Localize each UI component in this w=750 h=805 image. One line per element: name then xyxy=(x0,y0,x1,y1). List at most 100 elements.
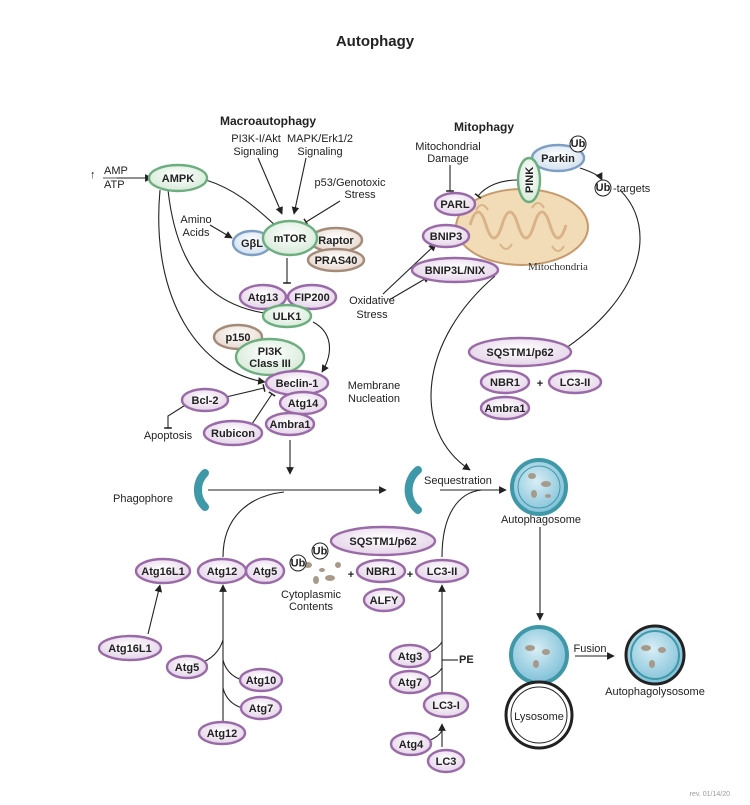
cytoplasmic-contents-label-2: Contents xyxy=(289,601,334,613)
node-label-nbr1-mid: NBR1 xyxy=(366,566,396,578)
node-label-pras40: PRAS40 xyxy=(315,255,358,267)
cytoplasmic-contents-label-1: Cytoplasmic xyxy=(281,589,341,601)
mito-damage-label-2: Damage xyxy=(427,153,469,165)
lysosome-label: Lysosome xyxy=(514,711,564,723)
node-label-bcl2: Bcl-2 xyxy=(192,395,219,407)
ub-tag-icon-right: Ub xyxy=(311,542,329,560)
node-label-lc3ii-top: LC3-II xyxy=(560,377,591,389)
autophagolysosome-icon xyxy=(624,624,686,686)
sequestration-membrane-icon xyxy=(404,466,422,514)
autophagosome-icon xyxy=(510,458,568,516)
pi3k-signaling-label-2: Signaling xyxy=(233,146,278,158)
atp-label: ATP xyxy=(104,179,125,191)
node-label-atg13: Atg13 xyxy=(248,292,279,304)
mitochondria-label: Mitochondria xyxy=(528,261,588,273)
node-pink: PINK xyxy=(516,156,542,204)
amino-acids-label-2: Acids xyxy=(183,227,210,239)
node-label-atg7-b: Atg7 xyxy=(249,703,273,715)
mapk-signaling-label-1: MAPK/Erk1/2 xyxy=(287,133,353,145)
oxidative-stress-label-1: Oxidative xyxy=(349,295,395,307)
node-atg12-b: Atg12 xyxy=(197,720,247,746)
node-label-ambra1: Ambra1 xyxy=(270,419,311,431)
amp-arrow-icon: ↑ xyxy=(90,169,96,181)
node-label-atg5: Atg5 xyxy=(253,566,277,578)
revision-label: rev. 01/14/20 xyxy=(690,791,730,798)
node-label-ulk1: ULK1 xyxy=(273,311,302,323)
node-ambra1-right: Ambra1 xyxy=(479,395,531,421)
node-atg13: Atg13 xyxy=(238,283,288,311)
lysosome-icon xyxy=(504,680,574,750)
phagophore-icon xyxy=(193,469,209,511)
node-bcl2: Bcl-2 xyxy=(180,387,230,413)
node-label-atg12: Atg12 xyxy=(207,566,238,578)
apoptosis-label: Apoptosis xyxy=(144,430,193,442)
pe-label: PE xyxy=(459,654,474,666)
node-label-sqstm1-mid: SQSTM1/p62 xyxy=(349,536,416,548)
node-atg5: Atg5 xyxy=(244,557,286,585)
node-label-fip200: FIP200 xyxy=(294,292,329,304)
ub-on-parkin-icon: Ub xyxy=(569,135,587,153)
node-label-atg3: Atg3 xyxy=(398,651,422,663)
node-label-parl: PARL xyxy=(440,199,469,211)
node-label-atg10: Atg10 xyxy=(246,675,277,687)
membrane-nucleation-label-1: Membrane xyxy=(348,380,401,392)
node-ambra1: Ambra1 xyxy=(264,411,316,437)
autophagolysosome-label: Autophagolysosome xyxy=(605,686,705,698)
node-atg10: Atg10 xyxy=(238,667,284,693)
node-label-sqstm1-top: SQSTM1/p62 xyxy=(486,347,553,359)
node-atg12: Atg12 xyxy=(196,557,248,585)
macroautophagy-heading: Macroautophagy xyxy=(220,114,316,128)
autophagosome-fusing-icon xyxy=(509,625,569,685)
ub-targets-label: -targets xyxy=(613,183,651,195)
node-atg3: Atg3 xyxy=(388,643,432,669)
node-label-pi3k-1: PI3K xyxy=(258,346,283,358)
node-nbr1-top: NBR1 xyxy=(479,369,531,395)
node-label-lc3: LC3 xyxy=(436,756,457,768)
autophagosome-label: Autophagosome xyxy=(501,514,581,526)
node-lc3: LC3 xyxy=(426,748,466,774)
node-label-gbl: GβL xyxy=(241,238,263,250)
p53-stress-label-1: p53/Genotoxic xyxy=(315,177,386,189)
node-label-p150: p150 xyxy=(225,332,250,344)
node-label-nbr1-top: NBR1 xyxy=(490,377,520,389)
node-label-atg14: Atg14 xyxy=(288,398,319,410)
node-label-atg5-b: Atg5 xyxy=(175,662,199,674)
node-pras40: PRAS40 xyxy=(306,247,366,273)
mitophagy-heading: Mitophagy xyxy=(454,120,514,134)
node-atg7-r: Atg7 xyxy=(388,669,432,695)
node-atg4: Atg4 xyxy=(389,731,433,757)
node-bnip3l: BNIP3L/NIX xyxy=(410,256,500,284)
fusion-label: Fusion xyxy=(573,643,606,655)
node-lc3i: LC3-I xyxy=(422,691,470,719)
node-atg7-b: Atg7 xyxy=(239,695,283,721)
oxidative-stress-label-2: Stress xyxy=(356,309,388,321)
ub-tag-icon-left: Ub xyxy=(289,554,307,572)
node-sqstm1-top: SQSTM1/p62 xyxy=(467,336,573,368)
plus-icon: + xyxy=(348,569,354,581)
phagophore-label: Phagophore xyxy=(113,493,173,505)
node-label-atg4: Atg4 xyxy=(399,739,424,751)
amino-acids-label-1: Amino xyxy=(180,214,211,226)
node-label-pi3k-2: Class III xyxy=(249,358,291,370)
svg-text:Ub: Ub xyxy=(291,558,306,570)
node-atg5-b: Atg5 xyxy=(165,654,209,680)
node-parl: PARL xyxy=(433,191,477,217)
svg-text:Ub: Ub xyxy=(313,546,328,558)
node-atg14: Atg14 xyxy=(278,390,328,416)
sequestration-label: Sequestration xyxy=(424,475,492,487)
p53-stress-label-2: Stress xyxy=(344,189,376,201)
node-bnip3: BNIP3 xyxy=(421,223,471,249)
node-label-raptor: Raptor xyxy=(318,235,354,247)
node-label-atg16l1-b: Atg16L1 xyxy=(108,643,151,655)
node-label-alfy: ALFY xyxy=(370,595,399,607)
node-label-atg16l1: Atg16L1 xyxy=(141,566,184,578)
node-ampk: AMPK xyxy=(147,163,209,193)
svg-text:Ub: Ub xyxy=(571,138,586,150)
node-label-beclin1: Beclin-1 xyxy=(276,378,319,390)
node-mtor: mTOR xyxy=(261,219,319,257)
membrane-nucleation-label-2: Nucleation xyxy=(348,393,400,405)
node-label-bnip3l: BNIP3L/NIX xyxy=(425,265,486,277)
node-fip200: FIP200 xyxy=(286,283,338,311)
node-lc3ii-mid: LC3-II xyxy=(414,558,470,584)
